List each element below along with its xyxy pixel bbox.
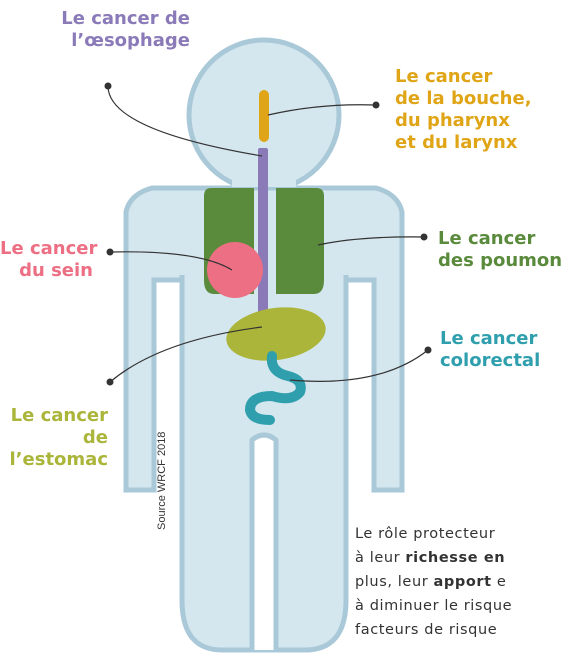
label-oesophagus-cancer: Le cancer de l’œsophage — [20, 8, 190, 52]
paragraph-line: à diminuer le risque — [355, 594, 561, 618]
leg-gap — [252, 435, 276, 650]
label-line: du pharynx — [395, 110, 532, 132]
label-line: des poumons — [438, 250, 561, 272]
paragraph-bold: apport — [434, 574, 492, 590]
right-lung — [276, 188, 324, 294]
paragraph-line: à leur richesse en — [355, 546, 561, 570]
paragraph-text: Le rôle protecteur — [355, 526, 495, 542]
dot-lungs — [421, 234, 428, 241]
label-line: colorectal — [440, 350, 540, 372]
label-line: l’estomac — [0, 449, 108, 471]
label-line: Le cancer — [440, 328, 540, 350]
label-stomach-cancer: Le cancer de l’estomac — [0, 405, 108, 471]
label-line: Le cancer — [395, 66, 532, 88]
paragraph-text: à leur — [355, 550, 405, 566]
label-line: Le cancer — [0, 238, 93, 260]
breast — [207, 242, 263, 298]
label-line: du sein — [0, 260, 93, 282]
label-line: Le cancer de — [20, 8, 190, 30]
label-line: de la bouche, — [395, 88, 532, 110]
paragraph-text: facteurs de risque — [355, 622, 497, 638]
dot-breast — [107, 249, 114, 256]
label-line: de — [0, 427, 108, 449]
paragraph-text: e — [492, 574, 507, 590]
dot-stomach — [107, 379, 114, 386]
label-line: l’œsophage — [20, 30, 190, 52]
paragraph-bold: richesse en — [405, 550, 505, 566]
dot-colorectal — [425, 347, 432, 354]
paragraph-line: facteurs de risque — [355, 618, 561, 642]
label-line: et du larynx — [395, 132, 532, 154]
paragraph-text: plus, leur — [355, 574, 434, 590]
label-line: Le cancer — [438, 228, 561, 250]
dot-mouth — [373, 102, 380, 109]
label-colorectal-cancer: Le cancer colorectal — [440, 328, 540, 372]
paragraph-line: plus, leur apport e — [355, 570, 561, 594]
label-breast-cancer: Le cancer du sein — [0, 238, 93, 282]
label-line: Le cancer — [0, 405, 108, 427]
body-paragraph: Le rôle protecteur à leur richesse en pl… — [355, 522, 561, 653]
label-mouth-cancer: Le cancer de la bouche, du pharynx et du… — [395, 66, 532, 154]
oesophagus — [258, 148, 268, 324]
source-credit: Source WRCF 2018 — [156, 432, 168, 530]
paragraph-text: à diminuer le risque — [355, 598, 512, 614]
paragraph-line: Le rôle protecteur — [355, 522, 561, 546]
mouth-throat — [259, 90, 269, 142]
label-lung-cancer: Le cancer des poumons — [438, 228, 561, 272]
dot-oesophagus — [105, 83, 112, 90]
